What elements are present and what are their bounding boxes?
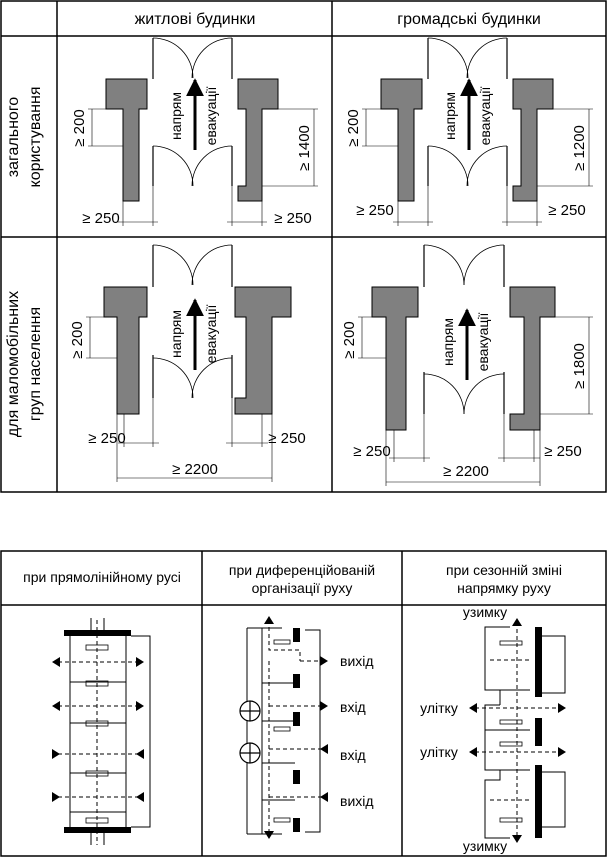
label-winter-bottom: узимку	[463, 838, 507, 854]
dim-right-height-4: ≥ 1800	[571, 343, 588, 389]
dimension-lines-2	[362, 108, 593, 226]
dim-left-height-1: ≥ 200	[71, 109, 88, 146]
scheme-seasonal-change	[469, 618, 566, 843]
dim-total-width-4: ≥ 2200	[443, 463, 489, 480]
label-summer-1: улітку	[420, 700, 458, 716]
vestibule-plan-public-general	[380, 37, 554, 202]
dim-bottom-left-1: ≥ 250	[82, 210, 119, 227]
dimension-lines-3	[86, 316, 273, 482]
dim-bottom-right-2: ≥ 250	[548, 202, 585, 219]
header-seasonal-line1: при сезонній зміні	[446, 562, 562, 578]
dim-right-height-2: ≥ 1200	[571, 125, 588, 171]
header-straight-movement: при прямолінійному русі	[23, 569, 181, 585]
vestibule-plan-residential-general	[105, 37, 279, 202]
evac-label-1a: напрям	[168, 92, 184, 140]
vestibule-plan-public-low-mobility	[371, 244, 556, 431]
evac-label-4a: напрям	[440, 318, 456, 366]
evac-label-2b: евакуації	[477, 87, 493, 146]
dimension-lines-1	[88, 108, 318, 226]
dim-left-height-4: ≥ 200	[341, 321, 358, 358]
dim-bottom-left-4: ≥ 250	[353, 443, 390, 460]
evac-label-1b: евакуації	[203, 87, 219, 146]
label-entry-2: вхід	[340, 747, 366, 763]
label-winter-top: узимку	[463, 604, 507, 620]
col-header-public: громадські будинки	[397, 11, 541, 28]
vestibule-plan-residential-low-mobility	[103, 244, 292, 415]
dimension-lines-4	[358, 316, 593, 486]
svg-text:груп населення: груп населення	[27, 307, 44, 421]
evac-label-4b: евакуації	[475, 313, 491, 372]
header-seasonal-line2: напрямку руху	[457, 580, 551, 596]
header-differentiated-line2: організації руху	[252, 580, 353, 596]
dim-left-height-3: ≥ 200	[69, 321, 86, 358]
dim-left-height-2: ≥ 200	[345, 109, 362, 146]
scheme-straight-movement	[52, 618, 151, 845]
dim-bottom-left-2: ≥ 250	[356, 202, 393, 219]
evac-label-3b: евакуації	[203, 305, 219, 364]
row-header-general: загального користування	[5, 87, 44, 188]
dim-bottom-right-3: ≥ 250	[268, 430, 305, 447]
label-entry-1: вхід	[340, 699, 366, 715]
evac-label-2a: напрям	[442, 92, 458, 140]
dim-total-width-3: ≥ 2200	[172, 461, 218, 478]
scheme-differentiated-movement	[239, 616, 328, 839]
dim-bottom-left-3: ≥ 250	[88, 430, 125, 447]
col-header-residential: житлові будинки	[135, 11, 256, 28]
label-summer-2: улітку	[420, 744, 458, 760]
header-differentiated-line1: при диференційованій	[229, 562, 375, 578]
evac-label-3a: напрям	[168, 310, 184, 358]
label-exit-2: вихід	[340, 793, 374, 809]
top-table-grid	[0, 0, 607, 493]
svg-text:для маломобільних: для маломобільних	[5, 291, 22, 437]
row-header-low-mobility: для маломобільних груп населення	[5, 291, 44, 437]
label-exit-1: вихід	[340, 653, 374, 669]
svg-text:загального: загального	[5, 97, 22, 178]
dim-bottom-right-1: ≥ 250	[274, 210, 311, 227]
svg-text:користування: користування	[27, 87, 44, 188]
dim-bottom-right-4: ≥ 250	[544, 443, 581, 460]
bottom-table-grid	[0, 550, 607, 857]
dim-right-height-1: ≥ 1400	[296, 125, 313, 171]
